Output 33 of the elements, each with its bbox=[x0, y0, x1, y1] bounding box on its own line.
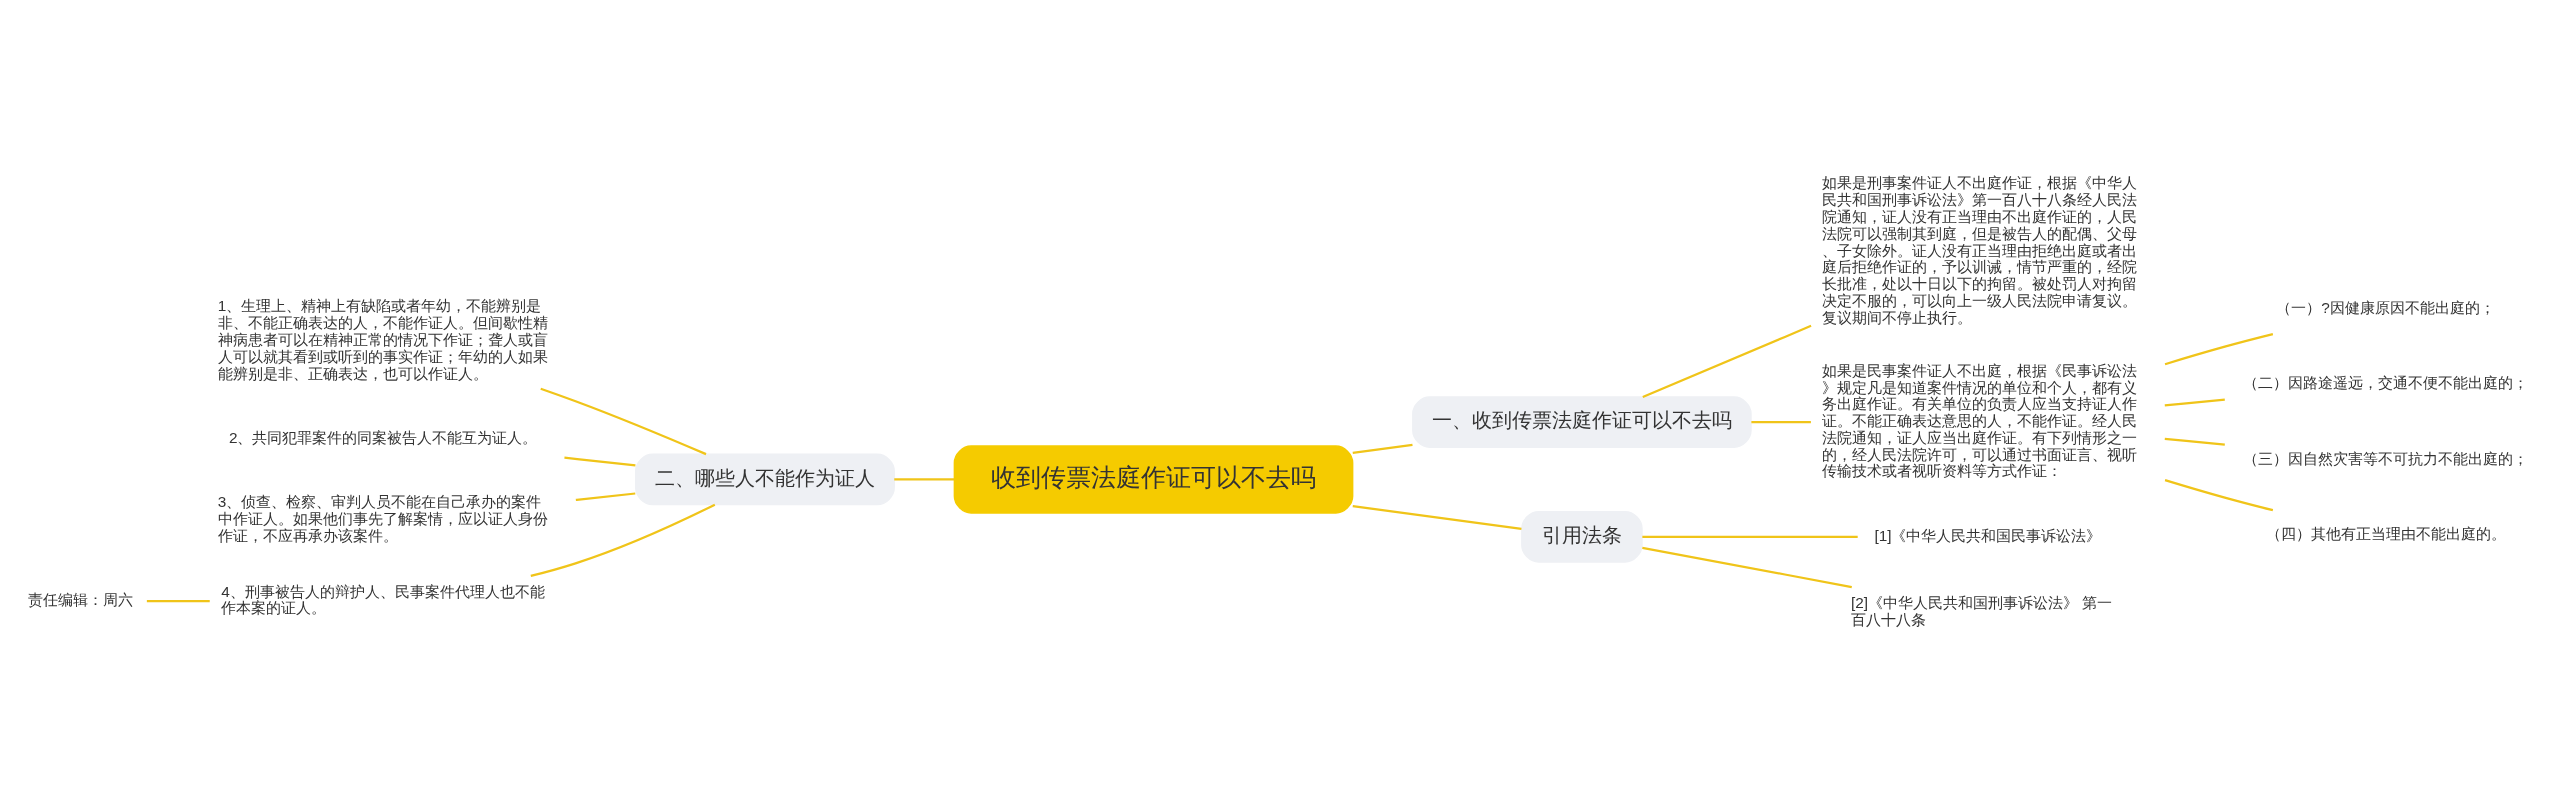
node-box: 收到传票法庭作证可以不去吗 bbox=[953, 444, 1354, 514]
node-text: 4、刑事被告人的辩护人、民事案件代理人也不能作本案的证人。 bbox=[221, 582, 545, 616]
connector bbox=[146, 599, 210, 602]
node-text: 如果是民事案件证人不出庭，根据《民事诉讼法》规定凡是知道案件情况的单位和个人，都有义务出庭作证。有关单位的负责人应当支持证人作证。不能正确表达意思的人，不能作证。经人民法院通知，证人应当出庭作证。有下列情形之一的，经人民法院许可，可以通过书面证言、视听传输技术或者视听资料等方式作证： bbox=[1822, 361, 2138, 479]
node-text: [2]《中华人民共和国刑事诉讼法》 第一百八十八条 bbox=[1850, 593, 2113, 628]
node-text: （二）因路途遥远，交通不便不能出庭的； bbox=[2243, 373, 2529, 391]
connector bbox=[1642, 324, 1812, 398]
node-box: 二、哪些人不能作为证人 bbox=[634, 453, 895, 505]
node-text: 如果是刑事案件证人不出庭作证，根据《中华人民共和国刑事诉讼法》第一百八十八条经人民法院通知，证人没有正当理由不出庭作证的，人民法院可以强制其到庭，但是被告人的配偶、父母、子女除外。证人没有正当理由拒绝出庭或者出庭后拒绝作证的，予以训诫，情节严重的，经院长批准，处以十日以下的拘留。被处罚人对拘留决定不服的，可以向上一级人民法院申请复议。复议期间不停止执行。 bbox=[1822, 173, 2138, 326]
node-box: 引用法条 bbox=[1521, 510, 1643, 563]
node-text: 1、生理上、精神上有缺陷或者年幼，不能辨别是非、不能正确表达的人，不能作证人。但间歇性精神病患者可以在精神正常的情况下作证；聋人或盲人可以就其看到或听到的事实作证；年幼的人如果能辨别是非、正确表达，也可以作证人。 bbox=[217, 296, 548, 382]
connector bbox=[2164, 332, 2274, 365]
node-text: 责任编辑：周六 bbox=[27, 590, 133, 608]
node-text: [1]《中华人民共和国民事诉讼法》 bbox=[1874, 526, 2102, 544]
node-box: 一、收到传票法庭作证可以不去吗 bbox=[1412, 395, 1752, 448]
connector bbox=[1642, 546, 1852, 588]
connector bbox=[2164, 398, 2225, 406]
connector bbox=[1352, 443, 1413, 454]
node-text: （三）因自然灾害等不可抗力不能出庭的； bbox=[2243, 449, 2529, 467]
connector bbox=[530, 503, 716, 577]
connector bbox=[2164, 437, 2225, 446]
node-text: 3、侦查、检察、审判人员不能在自己承办的案件中作证人。如果他们事先了解案情，应以证人身份作证，不应再承办该案件。 bbox=[217, 492, 548, 544]
connector bbox=[1751, 420, 1811, 423]
node-text: （一）?因健康原因不能出庭的； bbox=[2276, 298, 2495, 316]
connector bbox=[575, 491, 636, 501]
node-text: （四）其他有正当理由不能出庭的。 bbox=[2265, 524, 2506, 542]
connector bbox=[540, 387, 707, 455]
node-text: 2、共同犯罪案件的同案被告人不能互为证人。 bbox=[228, 428, 538, 446]
connector bbox=[1352, 504, 1522, 530]
connector bbox=[1642, 535, 1858, 538]
connector bbox=[2164, 478, 2274, 511]
connector bbox=[564, 456, 636, 467]
connector bbox=[894, 477, 955, 481]
